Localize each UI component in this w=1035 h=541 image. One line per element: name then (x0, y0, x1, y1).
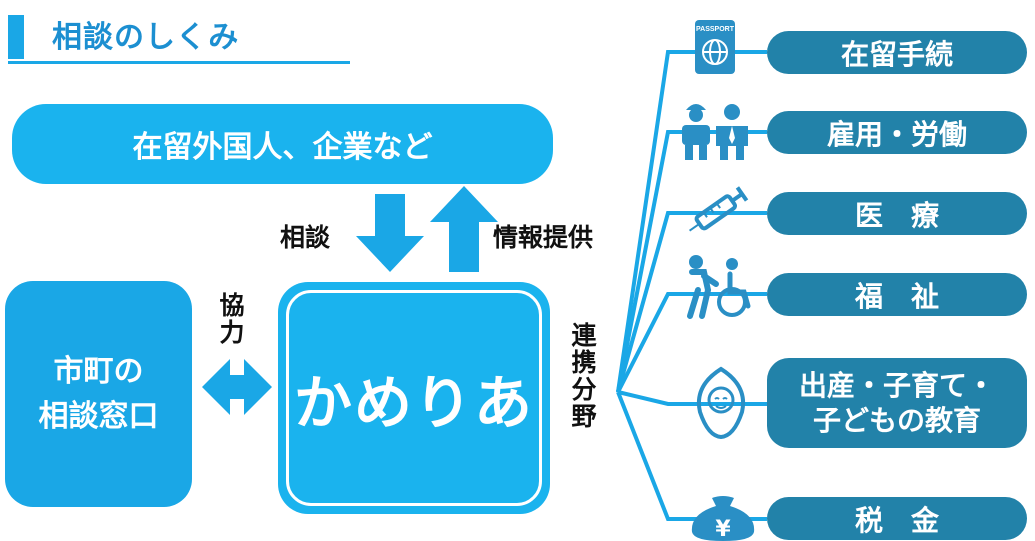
page-title: 相談のしくみ (52, 20, 240, 55)
field-label-line1: 出産・子育て・ (798, 369, 995, 402)
field-residence-procedure: 在留手続 (767, 31, 1027, 74)
municipal-line1: 市町の (53, 354, 144, 389)
field-label: 在留手続 (840, 37, 953, 71)
info-provision-label: 情報提供 (493, 223, 594, 252)
link-fields-label: 連携分野 (568, 322, 597, 430)
consult-label: 相談 (280, 223, 331, 252)
title-accent-bar (8, 15, 24, 59)
field-medical: 医 療 (767, 192, 1027, 235)
baby-icon (697, 366, 745, 440)
money-bag-icon: ¥ (691, 496, 755, 541)
syringe-icon (689, 186, 749, 232)
field-employment-labor: 雇用・労働 (767, 111, 1027, 154)
field-welfare: 福 祉 (767, 273, 1027, 316)
field-childbirth-education: 出産・子育て・ 子どもの教育 (767, 358, 1027, 448)
passport-icon: PASSPORT (695, 20, 735, 74)
field-label-line2: 子どもの教育 (812, 404, 981, 437)
workers-icon (682, 104, 748, 160)
field-label: 医 療 (854, 198, 939, 232)
cooperation-arrow (202, 359, 272, 415)
field-tax: 税 金 (767, 497, 1027, 540)
municipal-consultation-box: 市町の 相談窓口 (5, 281, 192, 507)
consult-arrow (356, 194, 424, 272)
svg-text:PASSPORT: PASSPORT (696, 26, 735, 33)
title-underline (8, 61, 350, 64)
cooperation-label: 協力 (216, 292, 245, 346)
svg-text:¥: ¥ (715, 517, 731, 541)
field-label: 福 祉 (854, 279, 939, 313)
kamelia-box: かめりあ (286, 290, 542, 506)
field-label: 税 金 (854, 503, 939, 537)
wheelchair-icon (687, 255, 751, 319)
municipal-line2: 相談窓口 (38, 399, 159, 434)
info-arrow (430, 186, 498, 272)
foreign-residents-box: 在留外国人、企業など (12, 104, 553, 184)
field-label: 雇用・労働 (826, 117, 967, 151)
